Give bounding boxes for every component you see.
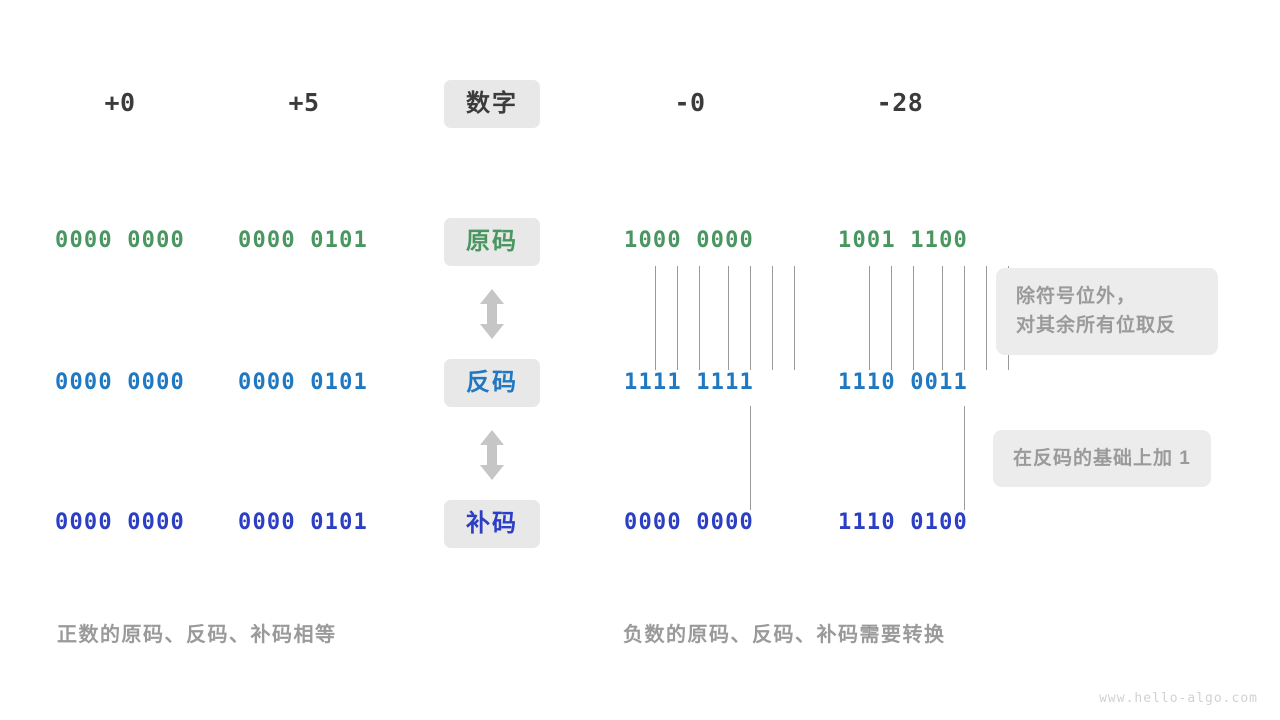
cell-twos-complement-negative-twentyeight: 1110 0100 [838,510,969,535]
connector-line [964,266,965,370]
connector-line [699,266,700,370]
double-arrow-icon-lower [480,430,504,480]
connector-line [772,266,773,370]
watermark: www.hello-algo.com [1099,691,1258,706]
connector-line [750,266,751,370]
connector-line [794,266,795,370]
cell-ones-complement-negative-twentyeight: 1110 0011 [838,370,969,395]
header-positive-five: +5 [288,88,320,117]
badge-twos-complement: 补码 [444,500,540,548]
cell-ones-complement-positive-zero: 0000 0000 [55,370,186,395]
connector-line [913,266,914,370]
note-invert-bits: 除符号位外， 对其余所有位取反 [996,268,1218,355]
header-positive-zero: +0 [104,88,136,117]
connector-line [728,266,729,370]
cell-twos-complement-negative-zero: 0000 0000 [624,510,755,535]
connector-line [655,266,656,370]
cell-twos-complement-positive-five: 0000 0101 [238,510,369,535]
connector-line [942,266,943,370]
connector-line [677,266,678,370]
connector-line [986,266,987,370]
connector-line [964,406,965,510]
cell-ones-complement-negative-zero: 1111 1111 [624,370,755,395]
caption-positive: 正数的原码、反码、补码相等 [57,624,337,646]
cell-sign-magnitude-positive-five: 0000 0101 [238,228,369,253]
caption-negative: 负数的原码、反码、补码需要转换 [623,624,946,646]
badge-sign-magnitude: 原码 [444,218,540,266]
connector-line [891,266,892,370]
connector-line [750,406,751,510]
cell-sign-magnitude-negative-zero: 1000 0000 [624,228,755,253]
cell-sign-magnitude-positive-zero: 0000 0000 [55,228,186,253]
double-arrow-icon-upper [480,289,504,339]
header-negative-zero: -0 [674,88,706,117]
note-add-one: 在反码的基础上加 1 [993,430,1211,488]
badge-ones-complement: 反码 [444,359,540,407]
connector-line [869,266,870,370]
cell-ones-complement-positive-five: 0000 0101 [238,370,369,395]
cell-sign-magnitude-negative-twentyeight: 1001 1100 [838,228,969,253]
badge-number: 数字 [444,80,540,128]
cell-twos-complement-positive-zero: 0000 0000 [55,510,186,535]
header-negative-twentyeight: -28 [876,88,924,117]
